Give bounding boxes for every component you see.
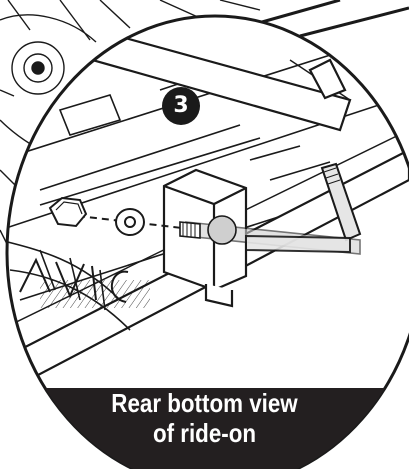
- caption-line-2: of ride-on: [152, 418, 257, 448]
- body-lettering: [19, 257, 129, 303]
- callout-leader-lines: [261, 0, 409, 38]
- background-wheel-sketch: [0, 0, 261, 251]
- washer: [115, 208, 145, 236]
- step-number-badge: 3: [162, 87, 200, 125]
- nut: [48, 196, 88, 228]
- l-rod: [245, 162, 362, 254]
- view-caption: Rear bottom view of ride-on: [29, 388, 381, 469]
- step-number: 3: [173, 93, 189, 118]
- caption-band: [7, 388, 409, 469]
- magnifier-circle: [5, 14, 409, 469]
- caption-line-1: Rear bottom view: [111, 388, 298, 418]
